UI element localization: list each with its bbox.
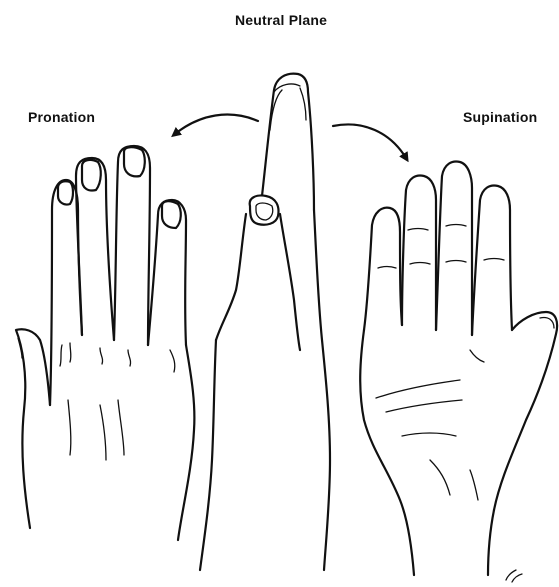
supinated-ring-finger	[436, 162, 472, 335]
supinated-hand	[360, 162, 557, 582]
supinated-index-finger	[364, 208, 402, 330]
pronated-thumb	[16, 329, 50, 528]
arrow-to-pronation	[175, 115, 258, 134]
neutral-fingers	[262, 74, 314, 210]
supinated-middle-finger	[402, 176, 436, 330]
supinated-little-finger	[472, 186, 512, 335]
arrow-to-supination	[333, 124, 406, 158]
pronated-hand	[16, 146, 194, 540]
supinated-thumb	[494, 312, 557, 510]
neutral-hand	[200, 74, 330, 570]
